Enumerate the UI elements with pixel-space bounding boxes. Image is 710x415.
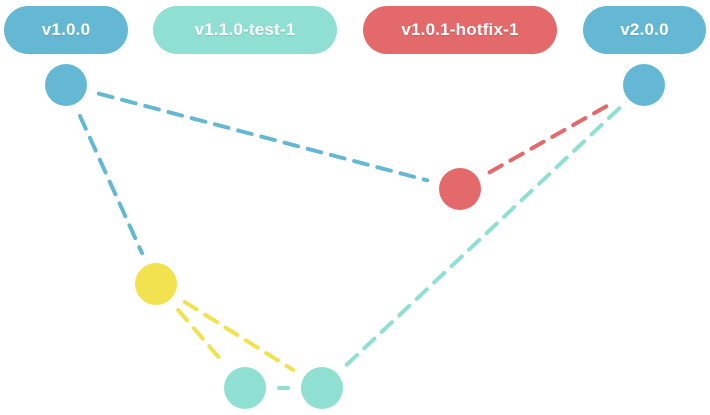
- nodes-layer: [45, 64, 665, 409]
- commit-node-n2[interactable]: [623, 64, 665, 106]
- commit-node-n5[interactable]: [224, 367, 266, 409]
- commit-node-n1[interactable]: [45, 64, 87, 106]
- commit-node-n6[interactable]: [301, 367, 343, 409]
- branch-label-text: v1.1.0-test-1: [194, 20, 296, 39]
- edge-n4-n5: [176, 307, 225, 365]
- branch-label-v1-1-0-test-1[interactable]: v1.1.0-test-1: [153, 6, 337, 54]
- branch-label-v1-0-0[interactable]: v1.0.0: [4, 6, 128, 54]
- branch-label-v2-0-0[interactable]: v2.0.0: [583, 6, 706, 54]
- branch-label-v1-0-1-hotfix-1[interactable]: v1.0.1-hotfix-1: [363, 6, 557, 54]
- edge-n1-n3: [96, 91, 430, 183]
- branch-label-text: v2.0.0: [620, 20, 669, 39]
- edge-n6-n2: [344, 106, 622, 367]
- commit-node-n4[interactable]: [135, 263, 177, 305]
- edges-layer: [78, 91, 622, 390]
- edge-n3-n2: [487, 99, 617, 175]
- branch-label-text: v1.0.0: [41, 20, 91, 39]
- commit-node-n3[interactable]: [439, 168, 481, 210]
- edge-n4-n6: [182, 300, 296, 372]
- branch-label-text: v1.0.1-hotfix-1: [401, 20, 519, 39]
- edge-n1-n4: [78, 113, 144, 256]
